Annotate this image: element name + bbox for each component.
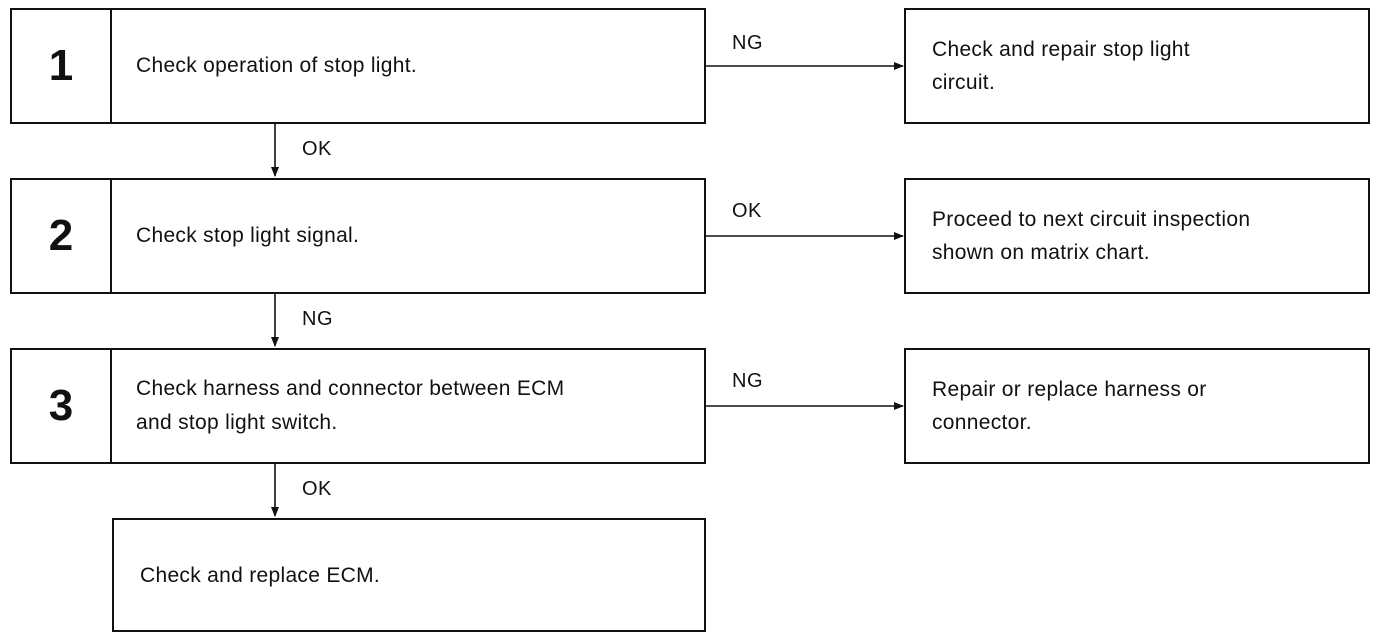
step-number-3: 3 — [12, 350, 112, 462]
down-label-2: NG — [302, 308, 333, 330]
result-text-2: Proceed to next circuit inspection shown… — [932, 208, 1251, 264]
step-text-2: Check stop light signal. — [136, 224, 360, 247]
result-text-1: Check and repair stop light circuit. — [932, 38, 1190, 94]
step-box-3: 3 Check harness and connector between EC… — [10, 348, 706, 464]
branch-label-3: NG — [732, 370, 763, 392]
step-box-1: 1 Check operation of stop light. — [10, 8, 706, 124]
down-label-1: OK — [302, 138, 332, 160]
final-step-text: Check and replace ECM. — [140, 563, 381, 587]
down-label-3: OK — [302, 478, 332, 500]
result-box-1: Check and repair stop light circuit. — [904, 8, 1370, 124]
step-text-3: Check harness and connector between ECM … — [136, 377, 565, 434]
result-text-3: Repair or replace harness or connector. — [932, 378, 1207, 434]
step-number-2: 2 — [12, 180, 112, 292]
step-text-1: Check operation of stop light. — [136, 54, 417, 77]
branch-label-2: OK — [732, 200, 762, 222]
step-number-1: 1 — [12, 10, 112, 122]
result-box-3: Repair or replace harness or connector. — [904, 348, 1370, 464]
final-step-box: Check and replace ECM. — [112, 518, 706, 632]
branch-label-1: NG — [732, 32, 763, 54]
step-box-2: 2 Check stop light signal. — [10, 178, 706, 294]
result-box-2: Proceed to next circuit inspection shown… — [904, 178, 1370, 294]
